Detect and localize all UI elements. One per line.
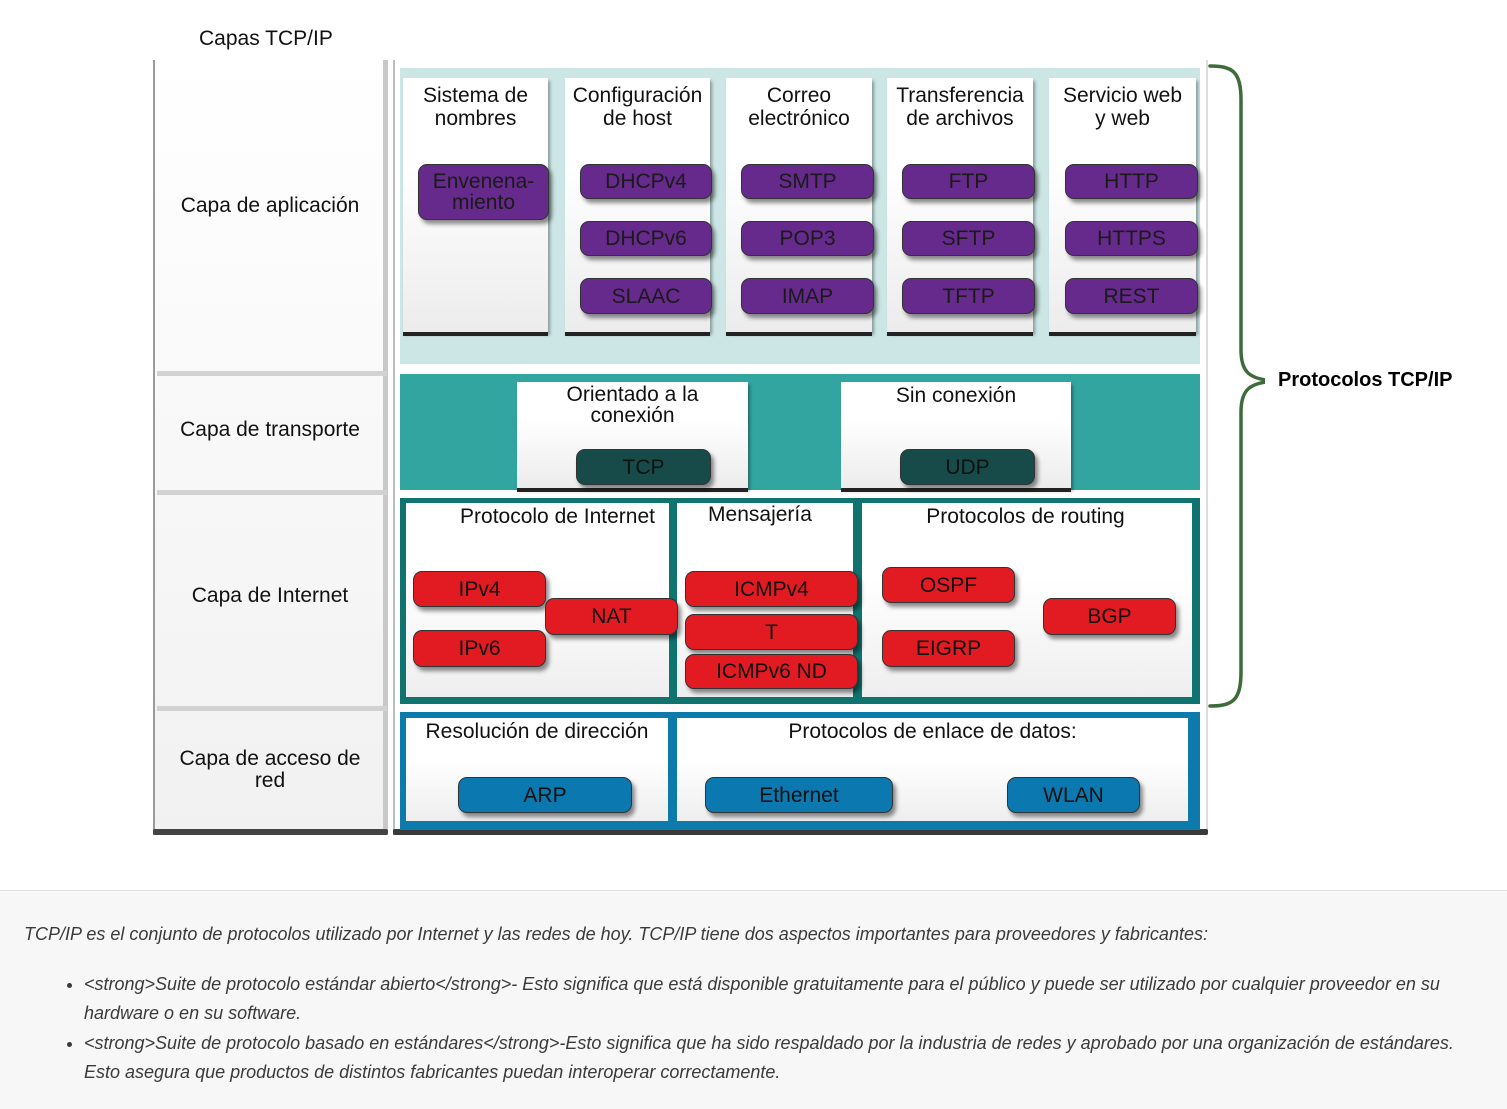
brace-label: Protocolos TCP/IP <box>1278 369 1453 391</box>
protocol-pill-eigrp[interactable]: EIGRP <box>882 630 1015 667</box>
description-intro: TCP/IP es el conjunto de protocolos util… <box>24 924 1208 944</box>
protocol-pill-sftp[interactable]: SFTP <box>902 221 1035 256</box>
protocol-pill-bgp[interactable]: BGP <box>1043 598 1176 635</box>
layer-separator <box>157 371 387 376</box>
category-title: Transferencia de archivos <box>896 84 1024 130</box>
layer-separator <box>157 490 387 495</box>
category-title: Protocolo de Internet <box>460 505 655 528</box>
protocol-pill-wlan[interactable]: WLAN <box>1007 777 1140 813</box>
protocol-pill-ipv6[interactable]: IPv6 <box>413 630 546 667</box>
protocol-pill-poisoning[interactable]: Envenena- miento <box>418 164 549 220</box>
layer-column-shadow <box>153 829 388 835</box>
protocol-pill-tftp[interactable]: TFTP <box>902 278 1035 314</box>
protocol-pill-dhcpv4[interactable]: DHCPv4 <box>580 164 712 199</box>
protocol-pill-arp[interactable]: ARP <box>458 777 632 813</box>
layer-label-network-access: Capa de acceso de red <box>179 747 361 792</box>
protocol-pill-ipv4[interactable]: IPv4 <box>413 571 546 607</box>
protocol-pill-t[interactable]: T <box>685 614 858 650</box>
layer-label-internet: Capa de Internet <box>191 584 349 607</box>
category-title: Protocolos de routing <box>926 505 1125 528</box>
category-title: Configuración de host <box>572 84 703 130</box>
protocol-pill-icmpv4[interactable]: ICMPv4 <box>685 571 858 607</box>
protocol-pill-smtp[interactable]: SMTP <box>741 164 874 199</box>
protocol-pill-nat[interactable]: NAT <box>545 598 678 635</box>
category-title: Mensajería <box>708 503 812 526</box>
layer-label-transport: Capa de transporte <box>180 418 360 441</box>
category-title: Sin conexión <box>895 384 1017 407</box>
layer-separator <box>157 706 387 711</box>
protocol-pill-icmpv6-nd[interactable]: ICMPv6 ND <box>685 654 858 689</box>
description-bullet: <strong>Suite de protocolo estándar abie… <box>84 970 1492 1028</box>
protocol-pill-rest[interactable]: REST <box>1065 278 1198 314</box>
category-title: Resolución de dirección <box>425 720 649 743</box>
diagram-title: Capas TCP/IP <box>199 27 333 50</box>
category-title: Sistema de nombres <box>422 84 529 130</box>
layer-label-application: Capa de aplicación <box>180 194 360 217</box>
protocol-pill-https[interactable]: HTTPS <box>1065 221 1198 256</box>
curly-brace-icon <box>1208 64 1265 708</box>
category-title: Protocolos de enlace de datos: <box>788 720 1077 743</box>
description-list: <strong>Suite de protocolo estándar abie… <box>62 970 1492 1088</box>
layer-column: Capa de aplicación Capa de transporte Ca… <box>153 60 388 835</box>
protocol-pill-imap[interactable]: IMAP <box>741 278 874 314</box>
protocol-pill-slaac[interactable]: SLAAC <box>580 278 712 314</box>
protocol-pill-dhcpv6[interactable]: DHCPv6 <box>580 221 712 256</box>
protocol-pill-http[interactable]: HTTP <box>1065 164 1198 199</box>
category-title: Orientado a la conexión <box>566 383 699 427</box>
protocol-pill-ospf[interactable]: OSPF <box>882 567 1015 603</box>
protocol-pill-udp[interactable]: UDP <box>900 449 1035 485</box>
protocol-frame-shadow <box>393 829 1208 835</box>
protocol-pill-pop3[interactable]: POP3 <box>741 221 874 256</box>
description-bullet: <strong>Suite de protocolo basado en est… <box>84 1029 1492 1087</box>
category-title: Servicio web y web <box>1062 84 1183 130</box>
protocol-pill-tcp[interactable]: TCP <box>576 449 711 485</box>
protocol-pill-ethernet[interactable]: Ethernet <box>705 777 893 813</box>
description-panel <box>0 890 1507 1109</box>
protocol-pill-ftp[interactable]: FTP <box>902 164 1035 199</box>
category-title: Correo electrónico <box>748 84 850 130</box>
